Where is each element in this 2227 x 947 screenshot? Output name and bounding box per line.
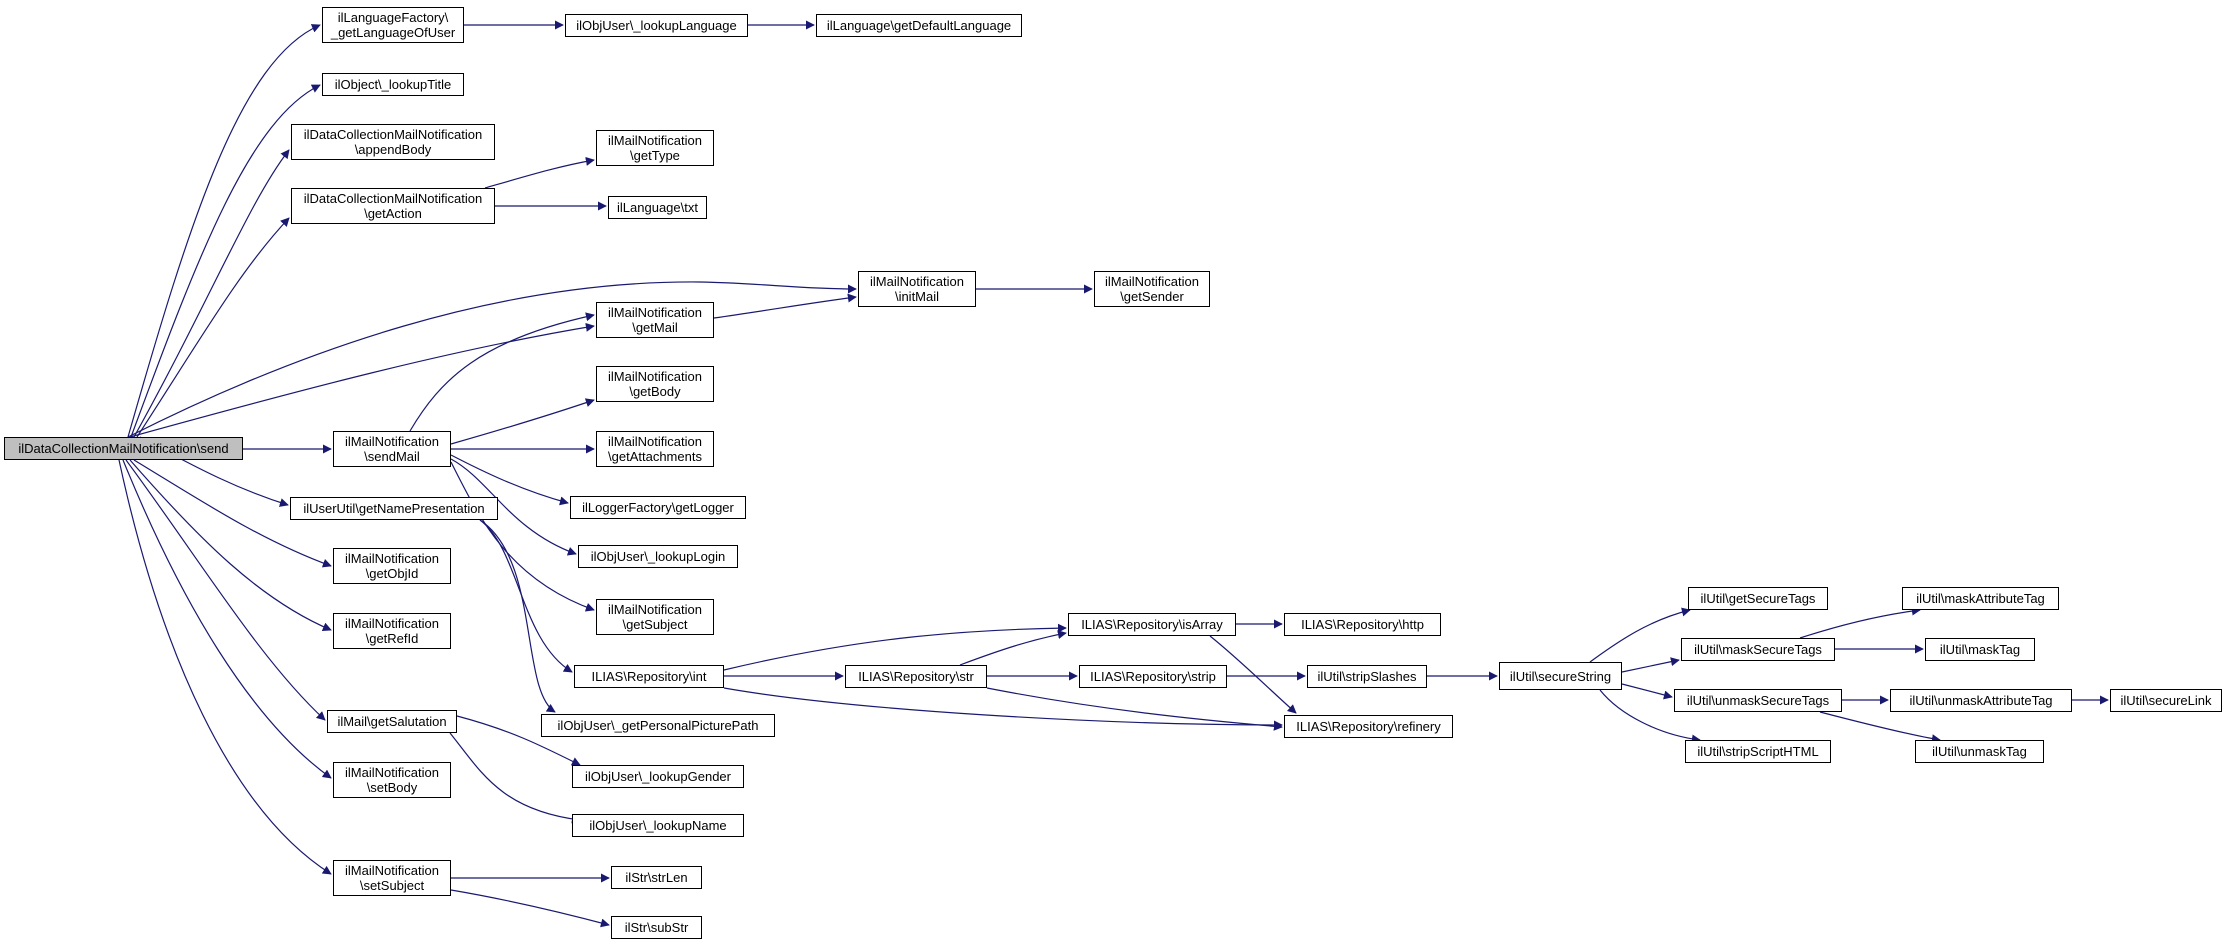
- node-mn-set-body[interactable]: ilMailNotification \setBody: [333, 762, 451, 798]
- call-edge: [129, 322, 595, 438]
- call-edge: [456, 715, 581, 766]
- call-edge: [1599, 689, 1701, 744]
- node-util-get-secure-tags[interactable]: ilUtil\getSecureTags: [1688, 587, 1828, 610]
- call-edge: [1209, 635, 1297, 714]
- call-edge: [450, 461, 595, 612]
- node-logger-factory-get-logger[interactable]: ilLoggerFactory\getLogger: [570, 496, 746, 519]
- node-util-strip-script-html[interactable]: ilUtil\stripScriptHTML: [1685, 740, 1831, 763]
- node-dc-append-body[interactable]: ilDataCollectionMailNotification \append…: [291, 124, 495, 160]
- call-edge: [986, 687, 1283, 731]
- node-language-txt[interactable]: ilLanguage\txt: [608, 196, 707, 219]
- node-userutil-get-name-presentation[interactable]: ilUserUtil\getNamePresentation: [290, 497, 498, 520]
- node-mn-get-ref-id[interactable]: ilMailNotification \getRefId: [333, 613, 451, 649]
- node-mn-init-mail[interactable]: ilMailNotification \initMail: [858, 271, 976, 307]
- node-util-mask-attribute-tag[interactable]: ilUtil\maskAttributeTag: [1902, 587, 2059, 610]
- node-lf-get-language-of-user[interactable]: ilLanguageFactory\ _getLanguageOfUser: [322, 7, 464, 43]
- node-util-mask-secure-tags[interactable]: ilUtil\maskSecureTags: [1681, 638, 1835, 661]
- call-edge: [133, 149, 290, 438]
- node-util-secure-link[interactable]: ilUtil\secureLink: [2110, 689, 2222, 712]
- call-edge: [125, 459, 326, 721]
- node-objuser-lookup-login[interactable]: ilObjUser\_lookupLogin: [578, 545, 738, 568]
- node-mn-set-subject[interactable]: ilMailNotification \setSubject: [333, 860, 451, 896]
- node-dc-get-action[interactable]: ilDataCollectionMailNotification \getAct…: [291, 188, 495, 224]
- call-edge: [1589, 607, 1691, 663]
- call-edge: [484, 156, 595, 189]
- call-edge: [127, 281, 857, 438]
- call-edge: [122, 459, 332, 779]
- call-edge: [1621, 657, 1680, 673]
- node-util-mask-tag[interactable]: ilUtil\maskTag: [1925, 638, 2035, 661]
- node-repo-str[interactable]: ILIAS\Repository\str: [845, 665, 987, 688]
- call-edge: [449, 732, 581, 824]
- node-util-unmask-attribute-tag[interactable]: ilUtil\unmaskAttributeTag: [1890, 689, 2072, 712]
- call-edge: [1799, 606, 1921, 639]
- node-mn-get-mail[interactable]: ilMailNotification \getMail: [596, 302, 714, 338]
- node-repo-int[interactable]: ILIAS\Repository\int: [574, 665, 724, 688]
- call-edge: [136, 217, 290, 438]
- call-edge: [409, 312, 595, 432]
- node-object-lookup-title[interactable]: ilObject\_lookupTitle: [322, 73, 464, 96]
- node-util-unmask-tag[interactable]: ilUtil\unmaskTag: [1915, 740, 2044, 763]
- node-repo-http[interactable]: ILIAS\Repository\http: [1284, 613, 1441, 636]
- call-edge: [450, 454, 569, 506]
- call-edge: [1819, 711, 1941, 744]
- node-util-unmask-secure-tags[interactable]: ilUtil\unmaskSecureTags: [1674, 689, 1842, 712]
- node-mn-get-sender[interactable]: ilMailNotification \getSender: [1094, 271, 1210, 307]
- call-edge: [723, 687, 1283, 730]
- node-mn-get-subject[interactable]: ilMailNotification \getSubject: [596, 599, 714, 635]
- node-repo-is-array[interactable]: ILIAS\Repository\isArray: [1068, 613, 1236, 636]
- call-edge: [118, 459, 332, 875]
- node-repo-refinery[interactable]: ILIAS\Repository\refinery: [1284, 715, 1453, 738]
- node-objuser-get-personal-picture-path[interactable]: ilObjUser\_getPersonalPicturePath: [541, 714, 775, 737]
- node-util-strip-slashes[interactable]: ilUtil\stripSlashes: [1307, 665, 1427, 688]
- node-mn-get-obj-id[interactable]: ilMailNotification \getObjId: [333, 548, 451, 584]
- node-objuser-lookup-name[interactable]: ilObjUser\_lookupName: [572, 814, 744, 837]
- call-edge: [130, 84, 321, 438]
- call-edge: [133, 459, 332, 568]
- call-edge: [723, 623, 1067, 671]
- node-dc-send: ilDataCollectionMailNotification\send: [4, 437, 243, 460]
- node-mn-get-type[interactable]: ilMailNotification \getType: [596, 130, 714, 166]
- node-repo-strip[interactable]: ILIAS\Repository\strip: [1079, 665, 1227, 688]
- call-edge: [713, 293, 857, 319]
- node-str-substr[interactable]: ilStr\subStr: [611, 916, 702, 939]
- node-objuser-lookup-language[interactable]: ilObjUser\_lookupLanguage: [565, 14, 748, 37]
- call-edge: [479, 519, 556, 713]
- call-edge: [1621, 683, 1673, 700]
- node-str-strlen[interactable]: ilStr\strLen: [611, 866, 702, 889]
- call-edge: [450, 458, 577, 556]
- call-edge: [450, 398, 595, 445]
- node-mn-get-attachments[interactable]: ilMailNotification \getAttachments: [596, 431, 714, 467]
- node-mail-get-salutation[interactable]: ilMail\getSalutation: [327, 710, 457, 733]
- node-mn-get-body[interactable]: ilMailNotification \getBody: [596, 366, 714, 402]
- node-mn-send-mail[interactable]: ilMailNotification \sendMail: [333, 431, 451, 467]
- call-edge: [129, 459, 332, 631]
- call-edge: [450, 889, 610, 928]
- node-objuser-lookup-gender[interactable]: ilObjUser\_lookupGender: [572, 765, 744, 788]
- call-edge: [959, 630, 1067, 666]
- node-language-get-default-language[interactable]: ilLanguage\getDefaultLanguage: [816, 14, 1022, 37]
- call-edge: [127, 24, 321, 438]
- node-util-secure-string[interactable]: ilUtil\secureString: [1499, 662, 1622, 690]
